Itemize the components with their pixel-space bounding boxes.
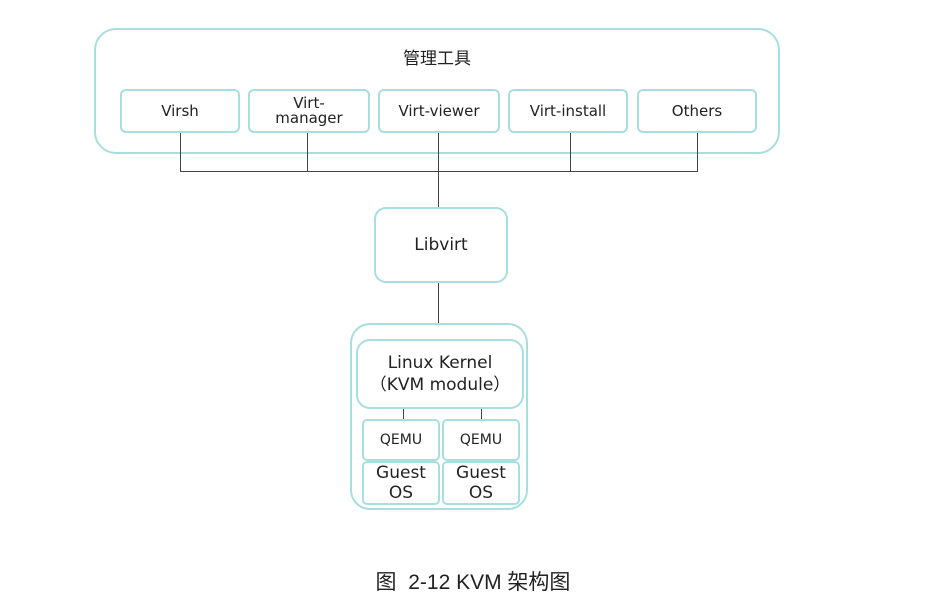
qemu-right-label: QEMU — [459, 432, 503, 448]
qemu-left-box: QEMU — [362, 419, 440, 461]
linux-kernel-box: Linux Kernel （KVM module） — [356, 339, 524, 409]
tool-others: Others — [637, 89, 757, 133]
connector-kernel-qemu-left — [403, 409, 404, 420]
connector-kernel-qemu-right — [481, 409, 482, 420]
tool-virsh-label: Virsh — [161, 101, 199, 120]
tool-virt-manager-label: Virt- manager — [275, 94, 343, 127]
management-tools-title: 管理工具 — [403, 49, 471, 69]
guest-os-right-box: Guest OS — [442, 461, 520, 505]
connector-virt-viewer — [438, 133, 439, 171]
libvirt-box: Libvirt — [374, 207, 508, 283]
connector-to-libvirt — [438, 171, 439, 207]
tool-virt-manager: Virt- manager — [248, 89, 370, 133]
linux-kernel-label: Linux Kernel — [387, 353, 493, 373]
tool-virt-install-label: Virt-install — [529, 101, 607, 120]
tool-virsh: Virsh — [120, 89, 240, 133]
connector-libvirt-to-kernel — [438, 283, 439, 339]
guest-os-left-box: Guest OS — [362, 461, 440, 505]
connector-horizontal-bus — [180, 171, 698, 172]
connector-virt-install — [570, 133, 571, 171]
tool-virt-viewer-label: Virt-viewer — [398, 101, 480, 120]
tool-virt-viewer: Virt-viewer — [378, 89, 500, 133]
connector-others — [697, 133, 698, 171]
kvm-module-label: （KVM module） — [369, 375, 511, 395]
connector-virsh — [180, 133, 181, 171]
connector-virt-manager — [307, 133, 308, 171]
tool-others-label: Others — [671, 101, 723, 120]
qemu-right-box: QEMU — [442, 419, 520, 461]
figure-caption: 图 2-12 KVM 架构图 — [375, 571, 571, 594]
tool-virt-install: Virt-install — [508, 89, 628, 133]
libvirt-label: Libvirt — [414, 235, 468, 255]
qemu-left-label: QEMU — [379, 432, 423, 448]
guest-os-left-label: Guest OS — [376, 463, 426, 503]
guest-os-right-label: Guest OS — [456, 463, 506, 503]
